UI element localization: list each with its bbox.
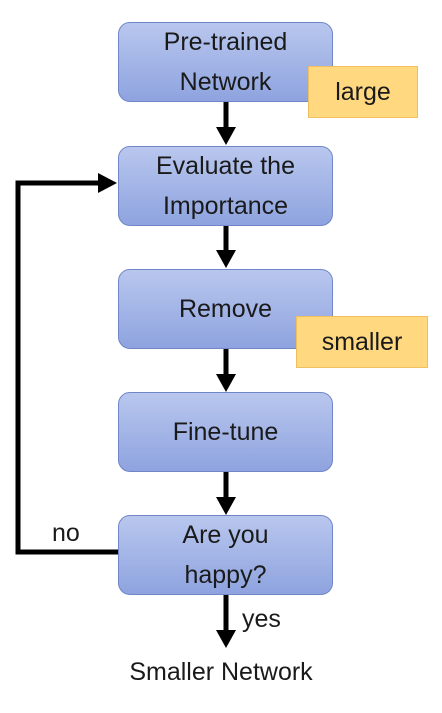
arrow-finetune-to-happy <box>216 472 236 515</box>
step-are-you-happy-label: Are you happy? <box>182 521 269 589</box>
arrow-loop-back-no <box>15 173 118 555</box>
arrow-remove-to-finetune <box>216 349 236 392</box>
arrow-pretrained-to-evaluate <box>216 102 236 145</box>
output-smaller-network: Smaller Network <box>129 658 313 686</box>
arrow-evaluate-to-remove <box>216 226 236 268</box>
size-tag-large-label: large <box>335 77 391 106</box>
step-evaluate-importance-label: Evaluate the Importance <box>156 152 295 220</box>
step-pretrained-network-label: Pre-trained Network <box>163 28 288 96</box>
step-fine-tune: Fine-tune <box>118 392 333 472</box>
arrow-happy-to-output <box>216 595 236 648</box>
step-remove-label: Remove <box>178 295 273 323</box>
step-evaluate-importance: Evaluate the Importance <box>118 146 333 226</box>
edge-label-yes: yes <box>242 605 281 633</box>
step-fine-tune-label: Fine-tune <box>172 418 279 446</box>
edge-label-no: no <box>52 519 80 547</box>
size-tag-large: large <box>308 66 418 118</box>
step-are-you-happy: Are you happy? <box>118 515 333 595</box>
step-pretrained-network: Pre-trained Network <box>118 22 333 102</box>
size-tag-smaller: smaller <box>296 316 428 368</box>
size-tag-smaller-label: smaller <box>321 327 403 356</box>
